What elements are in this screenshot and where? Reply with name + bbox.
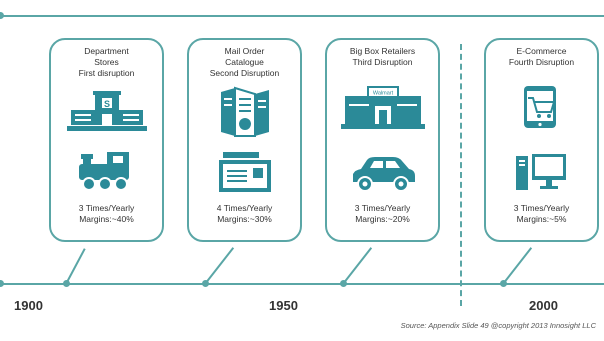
- card-title-line: First disruption: [78, 68, 135, 78]
- margins-text: Margins:~30%: [217, 214, 272, 224]
- svg-text:S: S: [103, 99, 109, 109]
- card-title-line: Department: [84, 46, 129, 56]
- top-line-start-dot: [0, 12, 4, 19]
- card-title-line: Fourth Disruption: [508, 57, 575, 67]
- card-title-line: Third Disruption: [352, 57, 413, 67]
- margins-text: Margins:~5%: [516, 214, 567, 224]
- year-label-1950: 1950: [269, 298, 298, 313]
- card-department-stores: Department Stores First disruption S 3 T…: [49, 38, 164, 242]
- bottom-timeline-line: [0, 283, 604, 285]
- connector-line: [65, 248, 86, 285]
- frequency-text: 3 Times/Yearly: [354, 203, 411, 213]
- big-box-store-icon: Walmart: [340, 86, 425, 129]
- train-icon: [78, 152, 129, 191]
- desktop-computer-icon: [515, 154, 566, 190]
- connector-line: [342, 247, 373, 285]
- timeline-dot: [63, 280, 70, 287]
- frequency-text: 4 Times/Yearly: [216, 203, 273, 213]
- card-footer: 3 Times/Yearly Margins:~40%: [51, 203, 162, 225]
- mail-icon: [218, 152, 271, 192]
- card-title-line: Mail Order: [224, 46, 265, 56]
- timeline-dot: [202, 280, 209, 287]
- year-label-1900: 1900: [14, 298, 43, 313]
- connector-line: [204, 247, 235, 285]
- store-sign-text: Walmart: [372, 91, 393, 97]
- card-title: Big Box Retailers Third Disruption: [327, 46, 438, 68]
- timeline-dot: [0, 280, 4, 287]
- card-title-line: E-Commerce: [516, 46, 567, 56]
- top-timeline-line: [0, 12, 604, 19]
- card-title-line: Second Disruption: [209, 68, 280, 78]
- source-citation: Source: Appendix Slide 49 @copyright 201…: [400, 321, 596, 330]
- card-title: E-Commerce Fourth Disruption: [486, 46, 597, 68]
- card-footer: 4 Times/Yearly Margins:~30%: [189, 203, 300, 225]
- timeline-dot: [500, 280, 507, 287]
- card-title-line: Catalogue: [225, 57, 264, 67]
- card-title: Mail Order Catalogue Second Disruption: [189, 46, 300, 79]
- card-mail-order: Mail Order Catalogue Second Disruption 4…: [187, 38, 302, 242]
- card-e-commerce: E-Commerce Fourth Disruption 3 Times/Yea…: [484, 38, 599, 242]
- year-label-2000: 2000: [529, 298, 558, 313]
- card-big-box-retailers: Big Box Retailers Third Disruption Walma…: [325, 38, 440, 242]
- car-icon: [352, 157, 415, 192]
- frequency-text: 3 Times/Yearly: [78, 203, 135, 213]
- connector-line: [502, 247, 533, 285]
- catalogue-icon: [220, 86, 269, 137]
- mobile-shopping-icon: [523, 86, 556, 128]
- margins-text: Margins:~40%: [79, 214, 134, 224]
- card-title: Department Stores First disruption: [51, 46, 162, 79]
- card-title-line: Big Box Retailers: [349, 46, 416, 56]
- card-footer: 3 Times/Yearly Margins:~20%: [327, 203, 438, 225]
- era-divider-dashed-line: [460, 44, 462, 306]
- department-store-icon: S: [66, 91, 147, 131]
- frequency-text: 3 Times/Yearly: [513, 203, 570, 213]
- card-title-line: Stores: [94, 57, 119, 67]
- card-footer: 3 Times/Yearly Margins:~5%: [486, 203, 597, 225]
- margins-text: Margins:~20%: [355, 214, 410, 224]
- timeline-dot: [340, 280, 347, 287]
